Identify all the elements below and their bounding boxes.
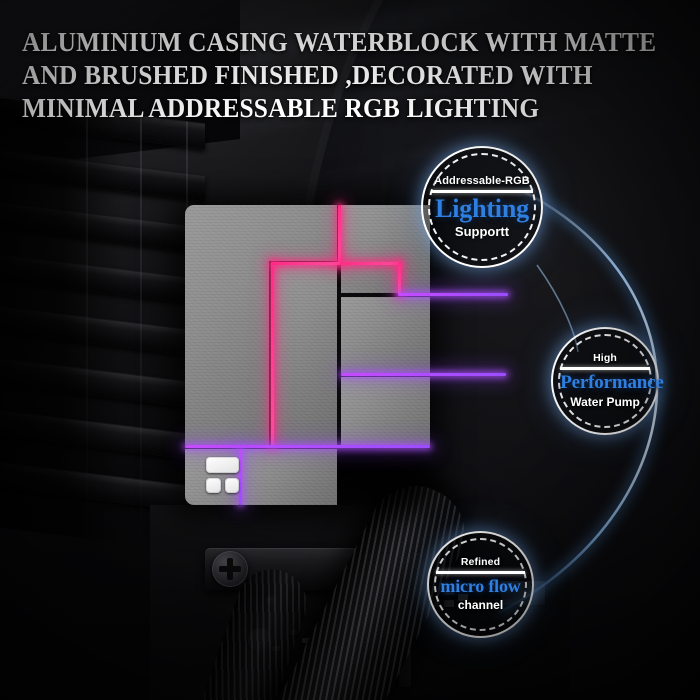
badge-divider-rule — [560, 367, 650, 370]
badge-main-label: micro flow — [440, 575, 521, 596]
badge-divider-rule — [431, 190, 533, 193]
badge-bottom-label: Water Pump — [570, 394, 640, 409]
badge-top-label: High — [593, 352, 617, 365]
badge-divider-rule — [436, 571, 525, 574]
badge-top-label: Refined — [460, 556, 501, 569]
badge-top-label: Addressable-RGB — [434, 175, 530, 188]
badge-main-label: Lighting — [435, 193, 529, 223]
badge-main-label: Performance — [560, 371, 664, 393]
badge-bottom-label: channel — [457, 597, 504, 612]
badge-bottom-label: Supportt — [454, 223, 510, 239]
